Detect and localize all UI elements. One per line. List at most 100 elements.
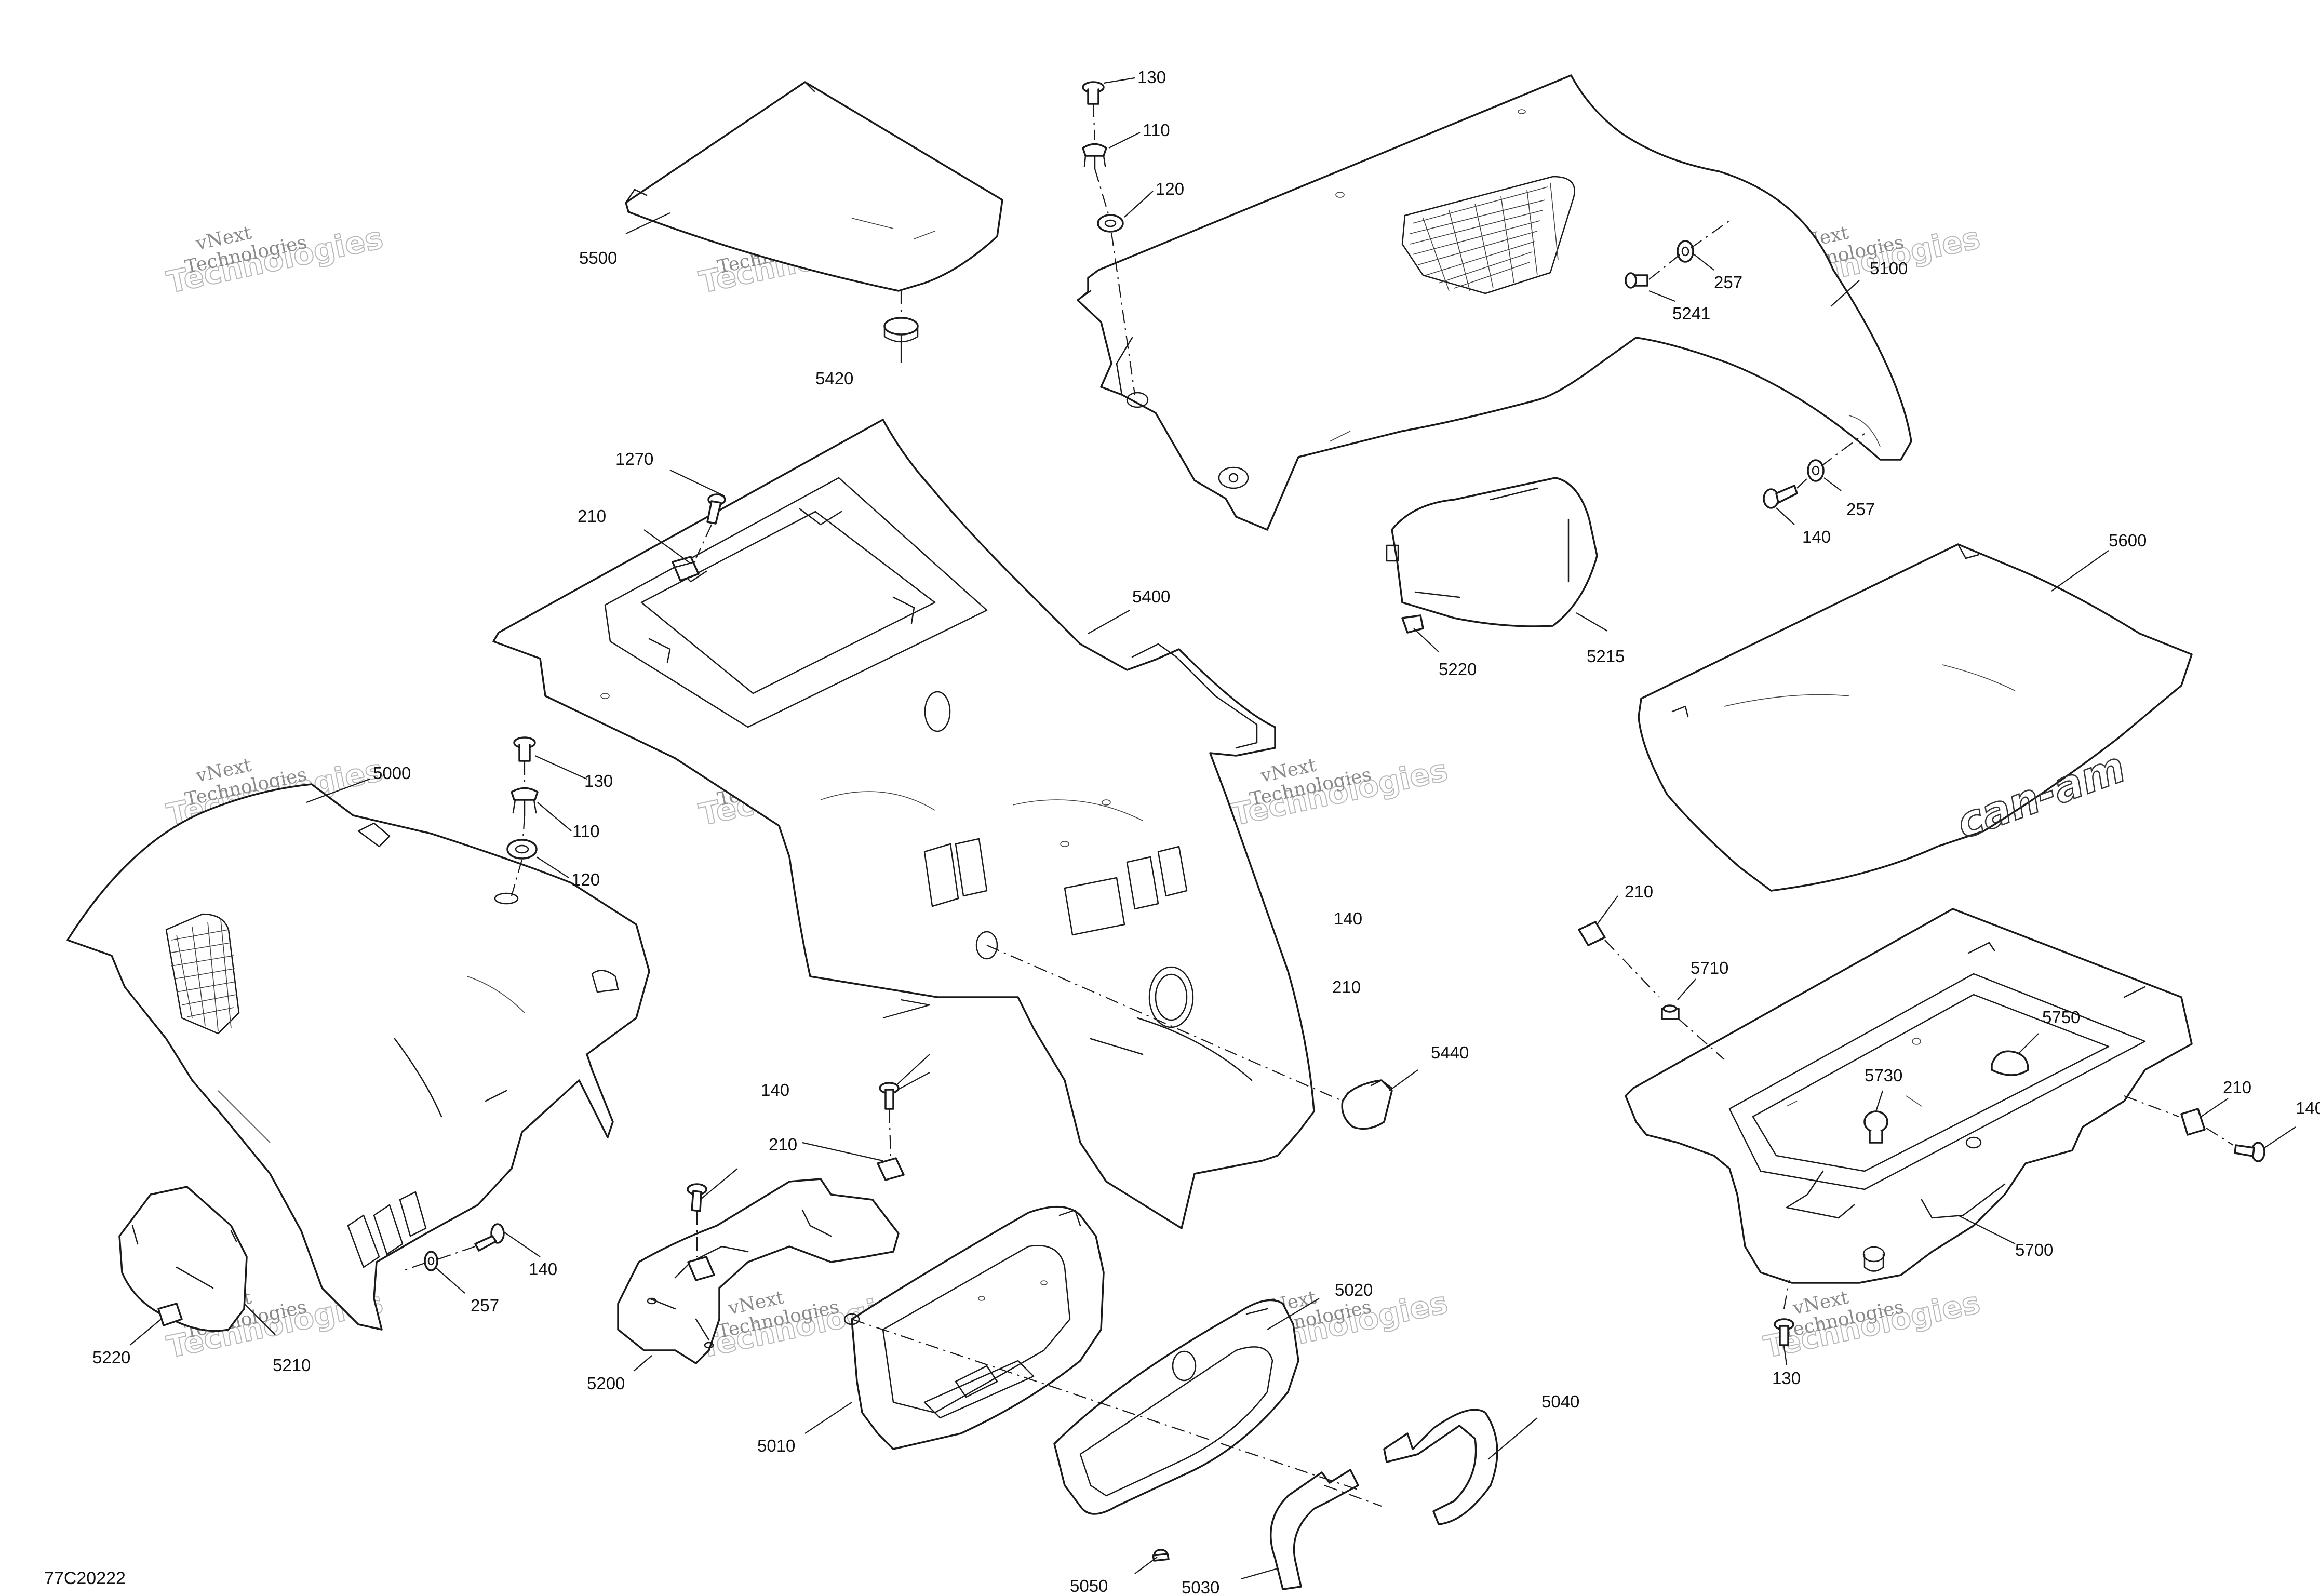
part-5500-cover [625,81,1003,292]
part-5400-rear-body [492,419,1315,1229]
leader-lines [129,77,2296,1580]
callout-label: 5000 [373,763,411,783]
part-5220-clip-a [1401,614,1424,634]
callout-label: 210 [769,1135,797,1154]
part-5020-bezel [1053,1299,1299,1515]
part-5440-cap [1341,1079,1393,1130]
callout-labels: 130 110 120 5500 5420 257 5241 5100 257 … [92,68,2320,1596]
callout-label: 5020 [1335,1280,1373,1299]
fastener-140-screw-c [687,1183,707,1212]
callout-label: 5215 [1587,647,1625,666]
assembly-axis [851,1318,1382,1507]
assembly-axis [2124,1095,2234,1146]
part-130-rivet [513,736,536,762]
fastener-140-screw-a [1763,485,1798,509]
callout-label: 110 [572,822,600,841]
watermark: Technologies vNext Technologies [163,220,386,301]
callout-label: 257 [471,1296,499,1315]
assembly-axis [1092,103,1136,395]
callout-label: 210 [1625,882,1653,901]
part-5710-pin [1661,1004,1680,1020]
callout-label: 5241 [1672,304,1710,323]
part-1270-rivet [706,493,726,525]
callout-label: 5200 [587,1374,625,1393]
callout-label: 5040 [1541,1392,1579,1411]
part-5750-grommet [1991,1050,2029,1076]
callout-label: 130 [1137,68,1166,87]
part-210-clip-a [672,556,700,582]
part-5215-plate [1386,477,1598,627]
fastener-stack-left [506,736,539,860]
callout-label: 5100 [1870,259,1908,278]
assembly-axis [696,1109,892,1257]
fastener-140-screw-d [879,1082,900,1110]
fastener-140-screw-e [2234,1142,2265,1162]
part-5010-housing [843,1205,1105,1450]
callout-label: 140 [2296,1098,2320,1118]
part-5040-band [1383,1409,1498,1525]
part-5730-plug [1863,1110,1888,1144]
part-5420-grommet [883,317,919,343]
callout-label: 5400 [1132,587,1170,606]
callout-label: 1270 [615,449,653,468]
callout-label: 5600 [2109,531,2147,550]
assembly-axis [1796,433,1865,489]
part-120-washer [506,839,538,860]
callout-label: 210 [2223,1078,2251,1097]
fastener-257-washer-b [1807,459,1825,482]
assembly-axis [511,761,526,896]
drawing-id: 77C20222 [44,1568,126,1588]
callout-label: 5420 [815,369,853,388]
part-210-clip-c [877,1157,905,1181]
part-210-clip-d [1578,921,1606,946]
fastener-5241-screw [1625,272,1648,289]
part-5000-fender [66,783,650,1331]
callout-label: 5220 [92,1348,130,1367]
callout-label: 5210 [273,1356,311,1375]
callout-label: 210 [1332,977,1361,997]
part-5100-fender [1077,74,1912,531]
callout-label: 5730 [1865,1066,1902,1085]
part-110-push-nut [1082,143,1107,170]
assembly-axis [1648,220,1730,280]
callout-label: 5500 [579,248,617,267]
callout-label: 257 [1714,273,1742,292]
callout-label: 110 [1143,120,1170,140]
callout-label: 140 [1802,527,1831,546]
callout-label: 5220 [1439,660,1477,679]
assembly-axis [695,524,712,559]
callout-label: 140 [529,1259,557,1279]
assembly-axis [405,1245,476,1271]
callout-label: 5700 [2015,1240,2053,1259]
fastener-stack-top [1082,81,1124,233]
assembly-axis [1783,1280,1790,1309]
callout-label: 120 [1156,179,1184,198]
callout-label: 257 [1846,500,1875,519]
callout-label: 5050 [1070,1576,1108,1595]
part-5600-panel: can-am [1638,543,2193,892]
assembly-axis [1604,940,1725,1060]
part-210-clip-b [687,1256,715,1281]
callout-label: 130 [1772,1369,1801,1388]
fastener-130-rivet-c [1774,1318,1794,1346]
callout-label: 5030 [1182,1578,1219,1596]
assembly-axis [986,944,1343,1102]
callout-label: 5750 [2042,1008,2080,1027]
part-120-washer [1097,214,1124,233]
callout-label: 140 [761,1080,789,1099]
part-5220-clip-b [157,1303,183,1326]
part-5700-tray [1625,908,2193,1284]
callout-label: 120 [571,870,600,889]
callout-label: 140 [1334,909,1362,928]
fastener-257-washer-a [1677,240,1694,263]
part-5030-band [1269,1469,1359,1590]
callout-label: 5710 [1691,958,1728,977]
part-110-push-nut [511,787,539,816]
callout-label: 130 [584,771,613,790]
part-130-rivet [1082,81,1105,105]
part-5200-bracket [617,1178,900,1364]
fastener-257-washer-c [424,1251,438,1271]
callout-label: 5440 [1431,1043,1469,1062]
fastener-140-screw-b [474,1223,505,1252]
